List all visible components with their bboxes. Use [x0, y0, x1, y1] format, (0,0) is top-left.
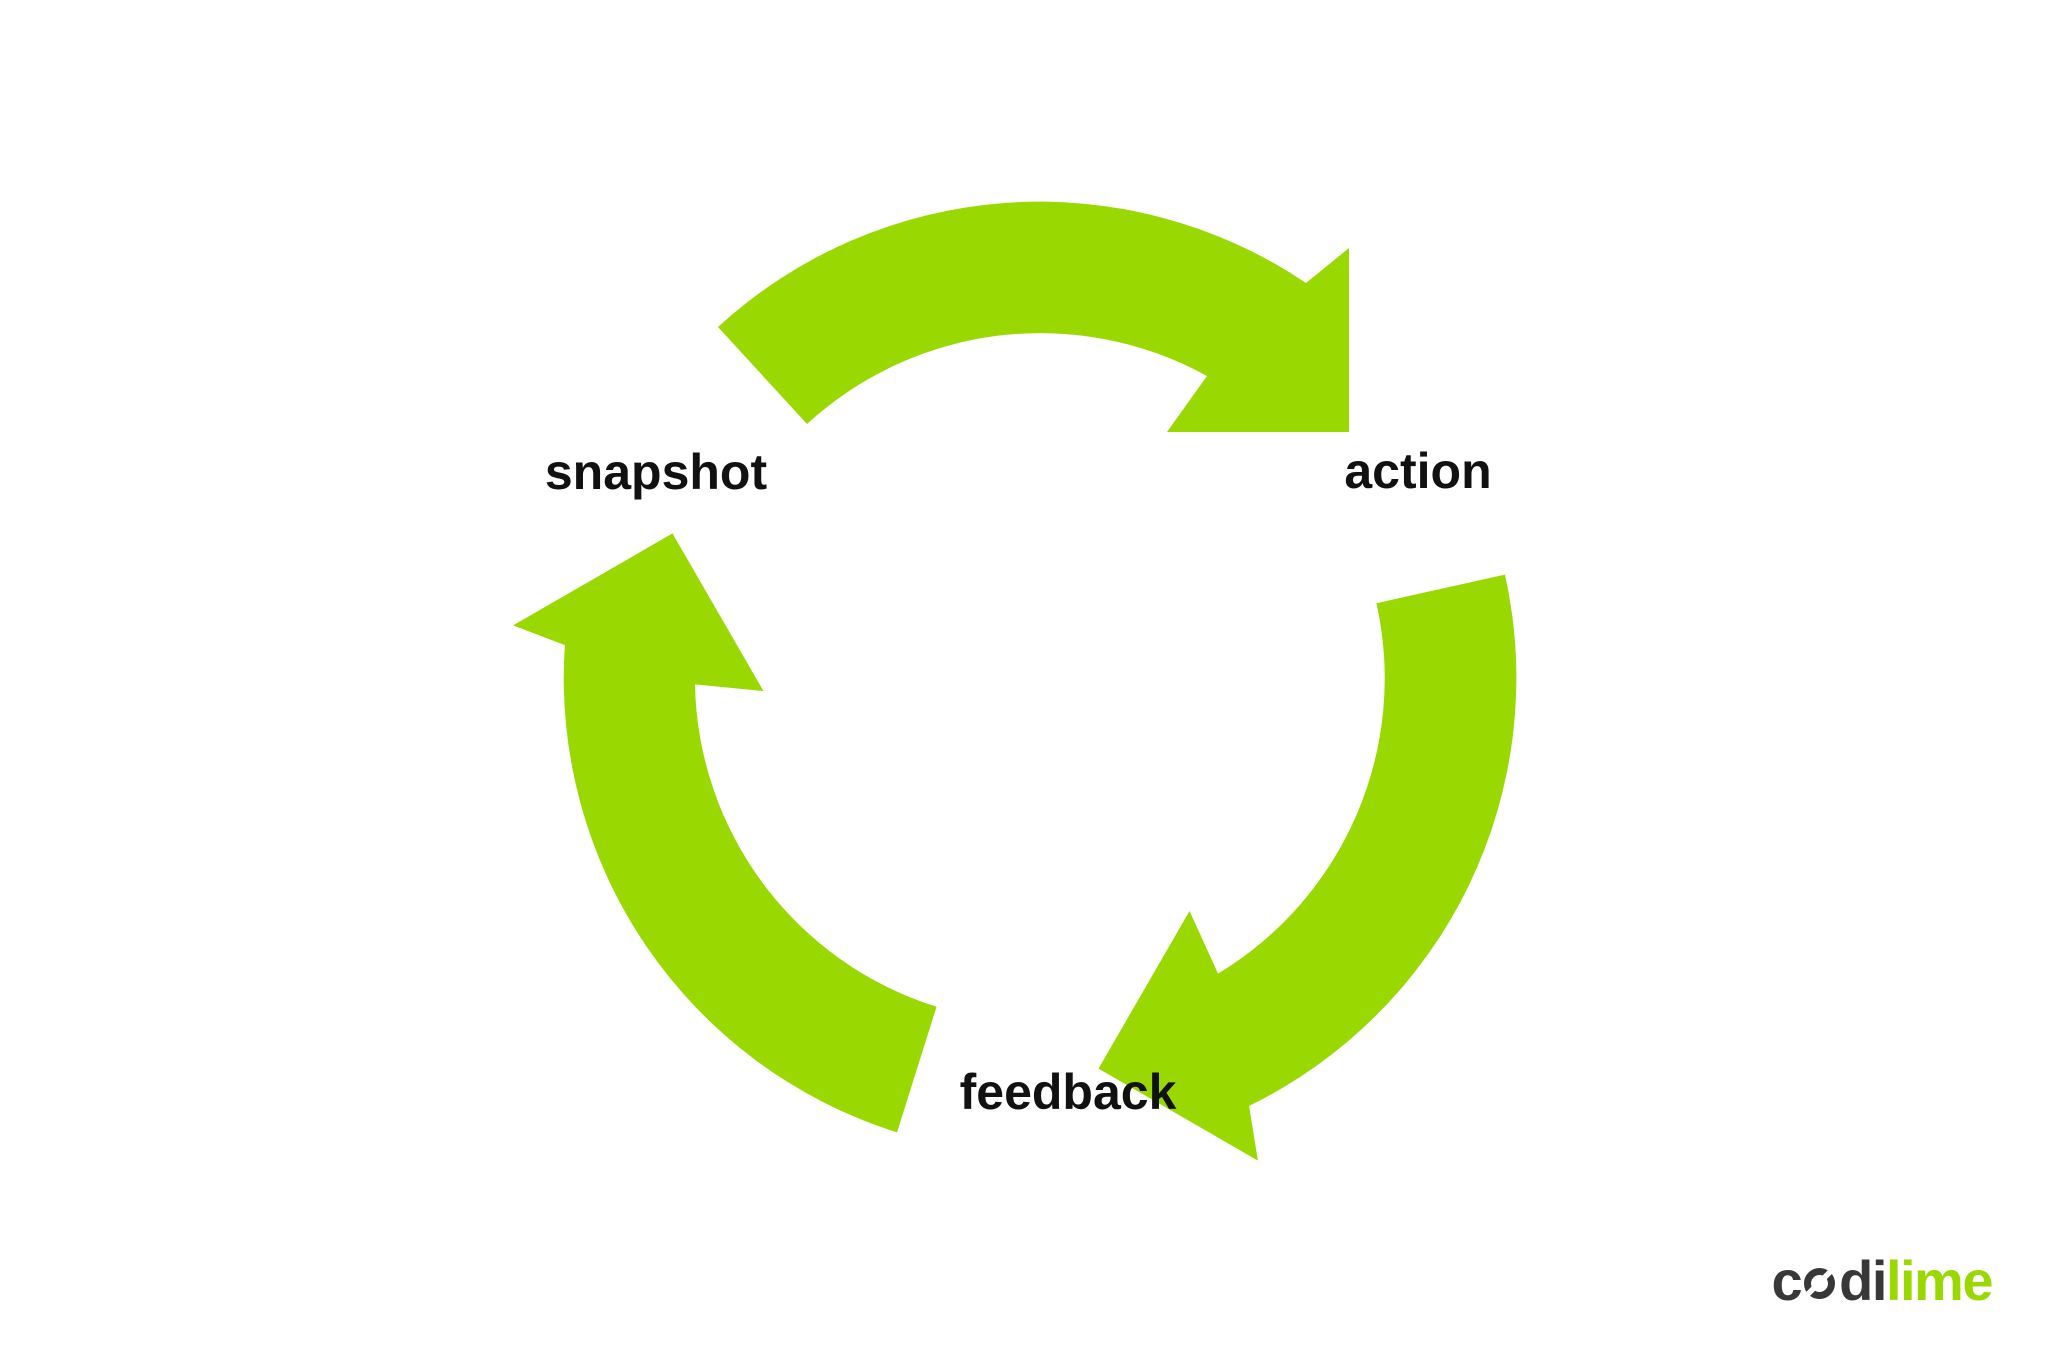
lime-leaf-o-icon: [1799, 1263, 1840, 1303]
arrow-feedback-to-snapshot: [472, 533, 988, 1196]
label-snapshot: snapshot: [544, 444, 768, 500]
arrow-snapshot-to-action: [718, 201, 1349, 432]
logo-text-lime: lime: [1885, 1249, 1994, 1312]
logo-text-c: c: [1771, 1249, 1803, 1312]
label-feedback: feedback: [959, 1064, 1177, 1120]
logo-text-di: di: [1839, 1249, 1887, 1312]
label-action: action: [1344, 443, 1492, 499]
